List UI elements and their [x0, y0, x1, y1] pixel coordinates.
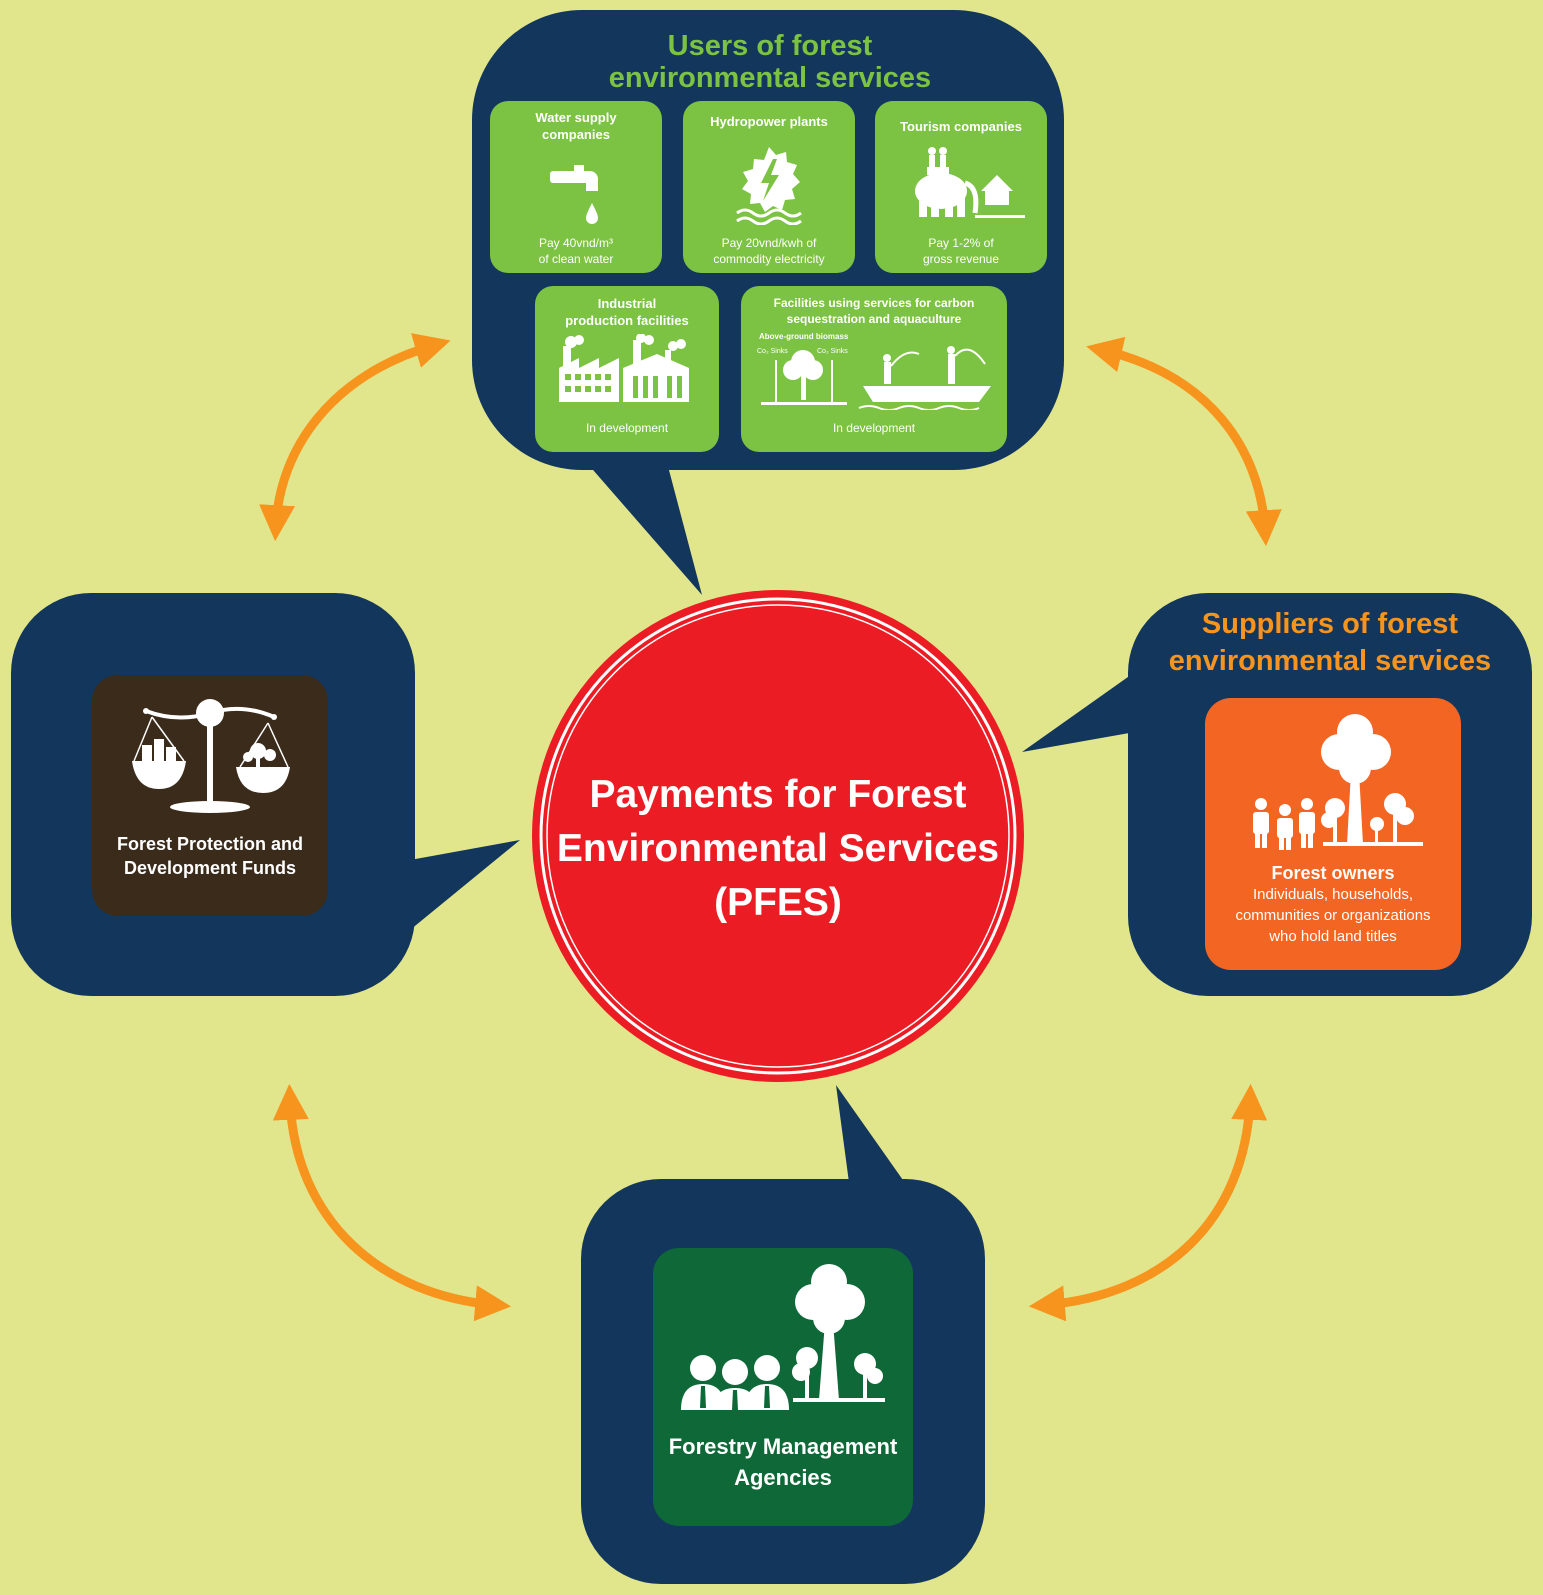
carbon-aquaculture-icon	[761, 346, 991, 410]
card-line1: Pay 20vnd/kwh of	[721, 236, 817, 250]
funds-title: Forest Protection and Development Funds	[92, 832, 328, 880]
center-line2: Environmental Services	[556, 827, 1000, 870]
center-line3: (PFES)	[714, 881, 842, 924]
agencies-line1: Forestry Management	[668, 1434, 898, 1459]
arrow-top-left	[259, 333, 451, 542]
card-line2: commodity electricity	[713, 252, 825, 266]
arrow-bottom-right	[1028, 1083, 1268, 1322]
card-title: Water supply companies	[535, 110, 617, 142]
hydropower-icon	[736, 147, 802, 225]
card-line1: Pay 1-2% of	[928, 236, 994, 250]
card-line1: In development	[585, 421, 669, 435]
sink-right-label: Co₂ Sinks	[817, 348, 848, 355]
sink-left-label: Co₂ Sinks	[757, 348, 788, 355]
card-title: Tourism companies	[900, 119, 1022, 134]
card-tourism: Tourism companies Pay 1-2% of gross reve…	[875, 101, 1047, 273]
card-title-line1: Facilities using services for carbon	[773, 296, 975, 310]
funds-line2: Development Funds	[123, 858, 297, 878]
forest-owners-title: Forest owners	[1271, 863, 1395, 883]
center-line1: Payments for Forest	[589, 773, 967, 816]
people-trees-icon	[1253, 714, 1423, 850]
users-title-line1: Users of forest	[667, 30, 873, 62]
officials-trees-icon	[681, 1264, 885, 1410]
card-title: Industrial production facilities	[565, 296, 689, 328]
suppliers-title-line1: Suppliers of forest	[1201, 608, 1459, 640]
users-title-line2: environmental services	[608, 62, 932, 94]
suppliers-title-line2: environmental services	[1168, 645, 1492, 677]
card-line1: In development	[832, 421, 916, 435]
forest-owners-tile: Forest owners Individuals, households, c…	[1205, 698, 1461, 970]
center-title: Payments for Forest Environmental Servic…	[543, 768, 1013, 930]
agencies-title: Forestry Management Agencies	[653, 1431, 913, 1493]
card-title-line2: sequestration and aquaculture	[786, 312, 962, 326]
card-line2: gross revenue	[922, 252, 1000, 266]
card-title: Hydropower plants	[710, 114, 828, 129]
card-hydropower: Hydropower plants Pay 20vnd/kwh of commo…	[683, 101, 855, 273]
balance-scale-icon	[132, 699, 290, 813]
suppliers-title: Suppliers of forest environmental servic…	[1138, 606, 1522, 680]
card-line1: Pay 40vnd/m³	[538, 236, 614, 250]
desc-line3: who hold land titles	[1269, 928, 1397, 945]
elephant-tourism-icon	[915, 147, 1025, 218]
arrow-top-right	[1086, 336, 1282, 547]
card-industrial: Industrial production facilities In deve…	[535, 286, 719, 452]
biomass-label: Above-ground biomass	[759, 332, 849, 341]
agencies-tile: Forestry Management Agencies	[653, 1248, 913, 1526]
factory-icon	[559, 334, 689, 402]
water-tap-icon	[550, 165, 598, 224]
forest-owners-description: Individuals, households, communities or …	[1205, 884, 1461, 947]
desc-line2: communities or organizations	[1235, 907, 1431, 924]
desc-line1: Individuals, households,	[1252, 886, 1414, 903]
funds-tile: Forest Protection and Development Funds	[92, 675, 328, 916]
card-water-supply: Water supply companies Pay 40vnd/m³ of c…	[490, 101, 662, 273]
arrow-bottom-left	[272, 1083, 512, 1322]
agencies-line2: Agencies	[734, 1465, 832, 1490]
card-line2: of clean water	[538, 252, 614, 266]
card-carbon-aquaculture: Facilities using services for carbon seq…	[741, 286, 1007, 452]
users-title: Users of forest environmental services	[560, 30, 980, 94]
funds-line1: Forest Protection and	[116, 834, 304, 854]
center-circle	[532, 590, 1024, 1082]
